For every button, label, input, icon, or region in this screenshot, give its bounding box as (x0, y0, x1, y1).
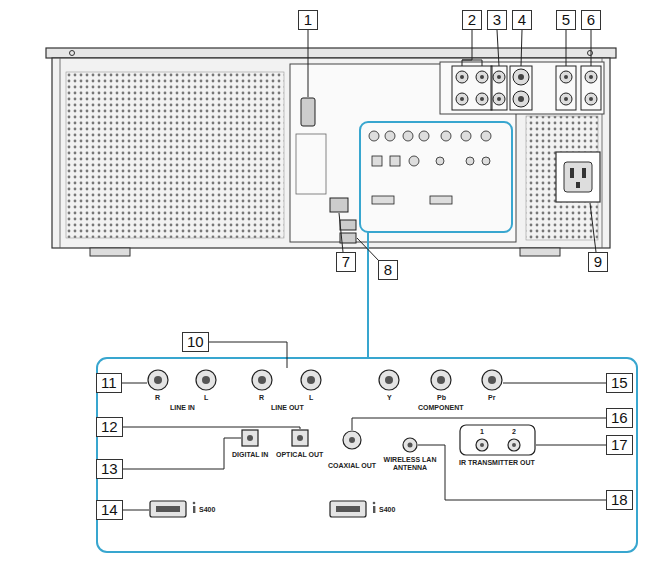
port-label: Y (387, 394, 392, 402)
callout-number: 6 (587, 11, 595, 28)
callout-number: 14 (101, 501, 118, 518)
port-label: COAXIAL OUT (328, 462, 376, 470)
port-label: L (204, 394, 208, 402)
port-label: 2 (512, 428, 516, 436)
callout-box: 7 (336, 252, 356, 272)
callout-box: 11 (96, 373, 122, 393)
callout-box: 8 (378, 260, 398, 280)
port-label: R (259, 394, 264, 402)
port-label: R (155, 394, 160, 402)
callout-box: 16 (606, 408, 633, 428)
callout-number: 12 (101, 418, 118, 435)
port-label: OPTICAL OUT (276, 451, 323, 459)
callout-box: 13 (96, 459, 123, 479)
callout-number: 10 (187, 333, 204, 350)
port-label: COMPONENT (418, 404, 464, 412)
callout-box: 10 (182, 332, 209, 352)
port-label: L (309, 394, 313, 402)
callout-number: 5 (562, 11, 570, 28)
callout-box: 6 (581, 10, 601, 30)
callout-number: 13 (101, 460, 118, 477)
port-label: 1 (480, 428, 484, 436)
port-label: Pb (437, 394, 446, 402)
callout-box: 5 (556, 10, 576, 30)
callout-box: 17 (606, 435, 633, 455)
callout-number: 11 (101, 374, 117, 391)
callout-box: 18 (606, 490, 633, 510)
port-label: S400 (199, 506, 215, 514)
port-label: S400 (379, 506, 395, 514)
callout-number: 16 (611, 409, 628, 426)
port-label: IR TRANSMITTER OUT (459, 459, 535, 467)
callout-box: 4 (512, 10, 532, 30)
port-label: Pr (488, 394, 495, 402)
callout-number: 8 (384, 261, 392, 278)
port-label: LINE OUT (271, 404, 304, 412)
port-label: WIRELESS LAN ANTENNA (382, 456, 438, 472)
callout-number: 1 (304, 11, 312, 28)
callout-number: 17 (611, 436, 628, 453)
callout-box: 2 (462, 10, 482, 30)
port-label: LINE IN (170, 404, 195, 412)
callout-number: 7 (342, 253, 350, 270)
callout-number: 2 (468, 11, 476, 28)
callout-number: 3 (493, 11, 501, 28)
callout-number: 15 (611, 374, 628, 391)
callout-number: 18 (611, 491, 628, 508)
callout-box: 3 (487, 10, 507, 30)
callout-box: 9 (588, 252, 608, 272)
callout-box: 1 (298, 10, 318, 30)
callout-box: 14 (96, 500, 123, 520)
callout-box: 15 (606, 373, 633, 393)
callout-number: 4 (518, 11, 526, 28)
port-label: DIGITAL IN (232, 451, 268, 459)
callout-box: 12 (96, 417, 123, 437)
callout-number: 9 (594, 253, 602, 270)
